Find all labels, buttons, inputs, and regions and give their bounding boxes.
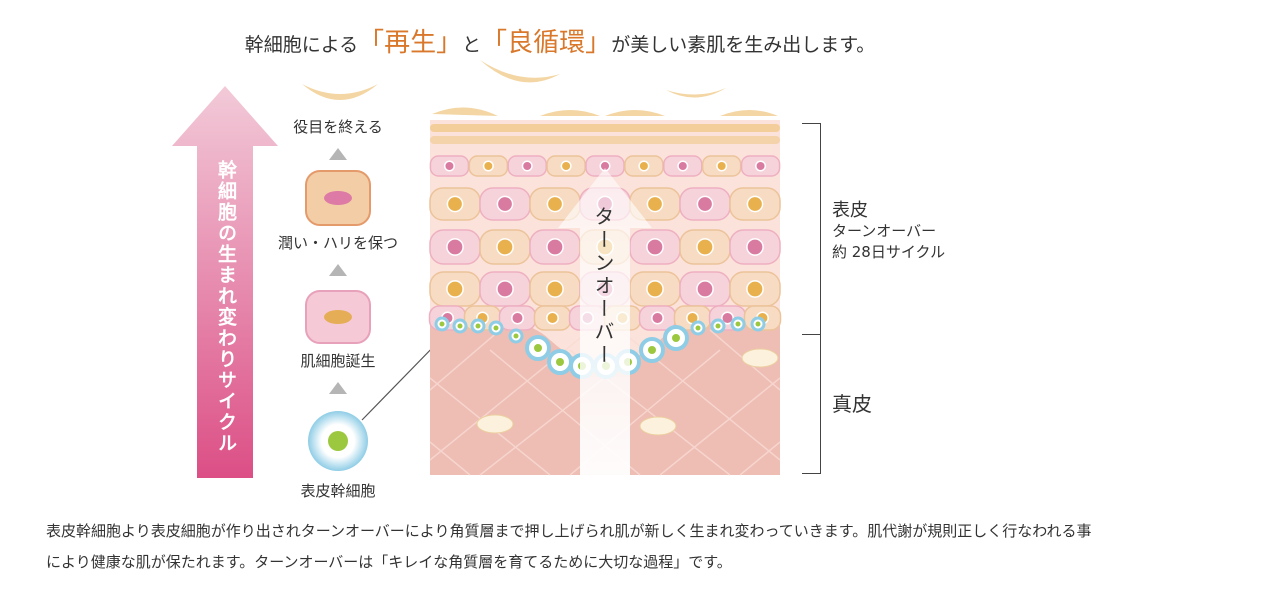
description-text: 表皮幹細胞より表皮細胞が作り出されターンオーバーにより角質層まで押し上げられ肌が… xyxy=(46,522,1092,571)
stage-arrow-icon xyxy=(329,148,347,160)
epidermis-cell xyxy=(729,229,781,265)
basal-stem-cell xyxy=(639,337,665,363)
stage-label-moisture: 潤い・ハリを保つ xyxy=(277,234,398,252)
dermis-bracket xyxy=(802,333,821,474)
cycle-arrow-label: 幹細胞の生まれ変わりサイクル xyxy=(215,160,237,454)
basal-stem-cell xyxy=(508,328,524,344)
epidermis-cell xyxy=(529,271,581,307)
epidermis-cell xyxy=(729,271,781,307)
basal-stem-cell xyxy=(547,349,573,375)
epidermis-label: 表皮 ターンオーバー 約 28日サイクル xyxy=(832,200,945,263)
cycle-arrow xyxy=(172,86,278,478)
headline-mid: と xyxy=(462,34,482,56)
epidermis-cell xyxy=(729,187,781,221)
turnover-arrow xyxy=(558,168,652,475)
stage-label-stem-cell: 表皮幹細胞 xyxy=(300,482,376,500)
epidermis-cell xyxy=(629,271,681,307)
epidermis-cell xyxy=(529,229,581,265)
basal-stem-cell xyxy=(690,320,706,336)
epidermis-cell xyxy=(429,187,481,221)
stage-arrow-icon xyxy=(329,264,347,276)
stage-label-birth: 肌細胞誕生 xyxy=(300,352,376,370)
epidermis-cell xyxy=(479,229,531,265)
turnover-arrow-label: ターンオーバー xyxy=(591,206,615,367)
epidermis-bracket xyxy=(802,123,821,335)
epidermis-cell xyxy=(740,155,781,177)
headline-post: が美しい素肌を生み出します。 xyxy=(611,34,876,56)
epidermis-cell xyxy=(679,187,731,221)
basal-stem-cell xyxy=(730,316,746,332)
basal-stem-cell xyxy=(710,318,726,334)
stage-label-end-role: 役目を終える xyxy=(293,118,383,136)
dermis-label: 真皮 xyxy=(832,392,872,416)
skin-cross-section xyxy=(428,60,782,476)
epidermis-cell xyxy=(701,155,742,177)
epidermis-cell xyxy=(429,155,470,177)
epidermis-cell xyxy=(479,271,531,307)
epidermis-cell xyxy=(663,155,703,177)
basal-stem-cell xyxy=(525,335,551,361)
headline-emphasis-regeneration: 「再生」 xyxy=(358,28,463,58)
epidermis-title: 表皮 xyxy=(832,200,868,221)
shed-cell-icon xyxy=(302,84,378,100)
dermis-cells xyxy=(476,348,779,436)
epidermis-cell xyxy=(624,155,664,177)
headline: 幹細胞による「再生」と「良循環」が美しい素肌を生み出します。 xyxy=(0,22,1120,59)
epidermis-cell xyxy=(629,229,681,265)
epidermis-cycle: 約 28日サイクル xyxy=(832,243,946,261)
epidermis-cell xyxy=(507,155,547,177)
epidermis-turnover: ターンオーバー xyxy=(832,222,937,240)
epidermis-cell xyxy=(429,229,481,265)
headline-pre: 幹細胞による xyxy=(244,34,359,56)
epidermis-cell xyxy=(679,271,731,307)
epidermis-cell xyxy=(533,305,572,331)
epidermis-cell xyxy=(638,305,677,331)
epidermis-cell xyxy=(529,187,581,221)
epidermis-cell xyxy=(429,271,481,307)
epidermis-cell xyxy=(479,187,531,221)
stem-cell-icon xyxy=(308,411,368,471)
mature-cell-icon xyxy=(305,170,371,226)
basal-stem-cell xyxy=(434,316,450,332)
epidermis-cell xyxy=(468,155,509,177)
epidermis-cell xyxy=(546,155,586,177)
new-cell-icon xyxy=(305,290,371,344)
basal-stem-cell xyxy=(470,318,486,334)
epidermis-cell xyxy=(498,305,537,331)
basal-stem-cell xyxy=(488,320,504,336)
basal-stem-cell xyxy=(750,316,766,332)
basal-stem-cell xyxy=(663,325,689,351)
stage-arrow-icon xyxy=(329,382,347,394)
headline-emphasis-cycle: 「良循環」 xyxy=(481,28,612,58)
epidermis-cell xyxy=(679,229,731,265)
basal-stem-cell xyxy=(452,318,468,334)
